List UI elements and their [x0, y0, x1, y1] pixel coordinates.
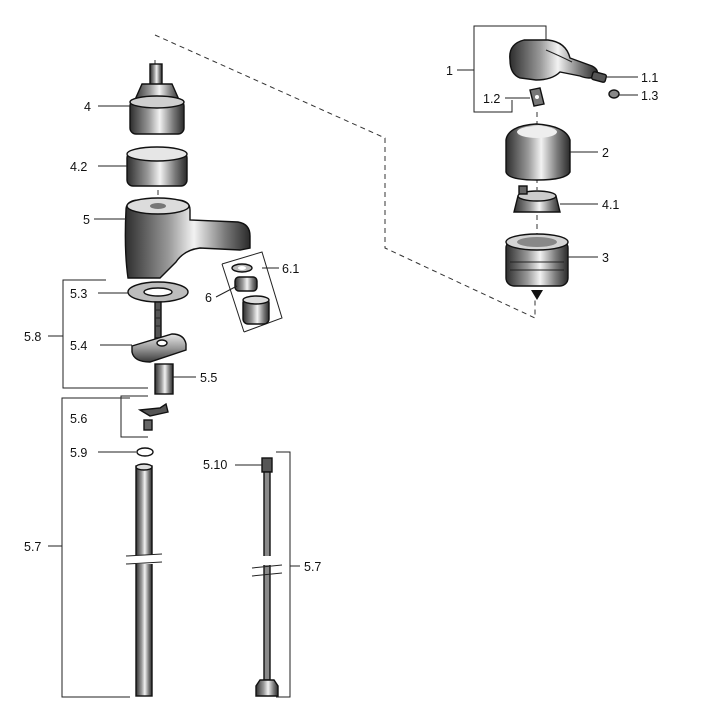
label-5-8: 5.8 — [24, 330, 41, 344]
part-4-1-adapter-ring — [513, 185, 561, 213]
label-5-7-right: 5.7 — [304, 560, 321, 574]
part-5-6-screw — [137, 402, 169, 431]
part-5-5-nut — [154, 363, 174, 395]
part-4-2-ring — [126, 146, 188, 187]
part-5-3-gasket — [127, 281, 189, 303]
label-5-6: 5.6 — [70, 412, 87, 426]
part-2-cover — [505, 123, 571, 181]
label-2: 2 — [602, 146, 609, 160]
part-labels: 4 4.2 5 5.3 5.8 5.4 5.5 5.6 5.9 5.7 5.10… — [24, 64, 658, 574]
label-1-1: 1.1 — [641, 71, 658, 85]
label-1: 1 — [446, 64, 453, 78]
assembly-guide-lines — [154, 34, 538, 319]
label-5-3: 5.3 — [70, 287, 87, 301]
label-5: 5 — [83, 213, 90, 227]
part-4-cartridge — [129, 63, 185, 135]
part-5-7-rigid-pipe — [125, 463, 163, 697]
label-4-2: 4.2 — [70, 160, 87, 174]
threaded-stud — [154, 301, 162, 339]
part-5-4-clamp-plate — [131, 333, 187, 363]
part-3-threaded-sleeve — [505, 233, 569, 287]
label-4-1: 4.1 — [602, 198, 619, 212]
part-1-2-adapter — [529, 87, 545, 107]
part-5-faucet-body — [124, 197, 251, 279]
label-1-3: 1.3 — [641, 89, 658, 103]
label-5-10: 5.10 — [203, 458, 227, 472]
label-3: 3 — [602, 251, 609, 265]
part-5-9-o-ring — [136, 447, 154, 457]
part-1-lever-handle — [509, 39, 599, 81]
label-6-1: 6.1 — [282, 262, 299, 276]
label-1-2: 1.2 — [483, 92, 500, 106]
label-5-4: 5.4 — [70, 339, 87, 353]
part-1-3-cap — [608, 89, 620, 99]
part-5-10-flex-hose — [251, 457, 283, 697]
label-5-7-left: 5.7 — [24, 540, 41, 554]
label-6: 6 — [205, 291, 212, 305]
part-6-aerator — [221, 251, 283, 333]
label-5-9: 5.9 — [70, 446, 87, 460]
label-5-5: 5.5 — [200, 371, 217, 385]
label-4: 4 — [84, 100, 91, 114]
arrow-up-icon — [531, 290, 543, 300]
part-1-1-set-screw — [590, 71, 608, 83]
leader-lines — [48, 25, 638, 698]
